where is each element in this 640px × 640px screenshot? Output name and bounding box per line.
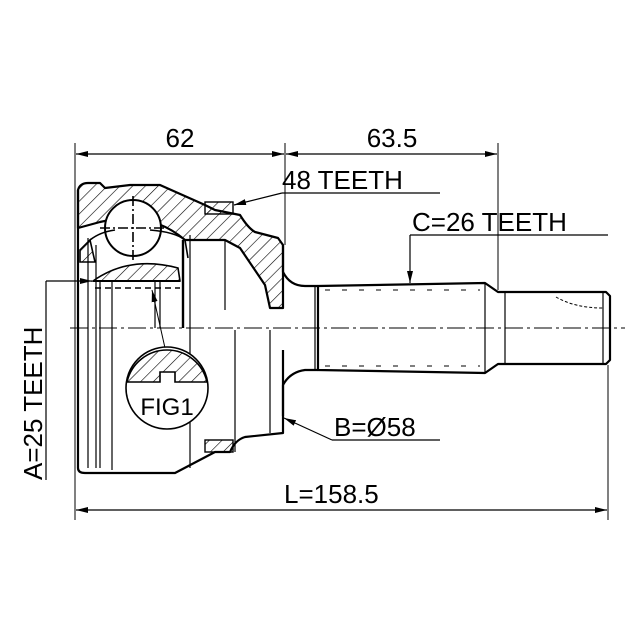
dim-housing-length: 62: [166, 123, 195, 153]
leader-lines: [45, 192, 608, 480]
callout-seal-diameter: B=Ø58: [334, 412, 416, 442]
ball-cage: [79, 196, 189, 289]
extension-lines: [74, 143, 609, 520]
abs-ring: [204, 201, 234, 453]
internal-lines: [87, 235, 271, 470]
dim-overall-length: L=158.5: [284, 479, 379, 509]
callout-outer-spline: C=26 TEETH: [412, 207, 567, 237]
shaft: [314, 281, 612, 375]
fig1-label: FIG1: [140, 394, 193, 421]
fig1-detail: [125, 289, 209, 430]
callout-inner-spline: A=25 TEETH: [18, 327, 48, 480]
dimension-lines: [76, 151, 607, 513]
callout-abs-teeth: 48 TEETH: [282, 165, 403, 195]
dim-shaft-length: 63.5: [367, 123, 418, 153]
